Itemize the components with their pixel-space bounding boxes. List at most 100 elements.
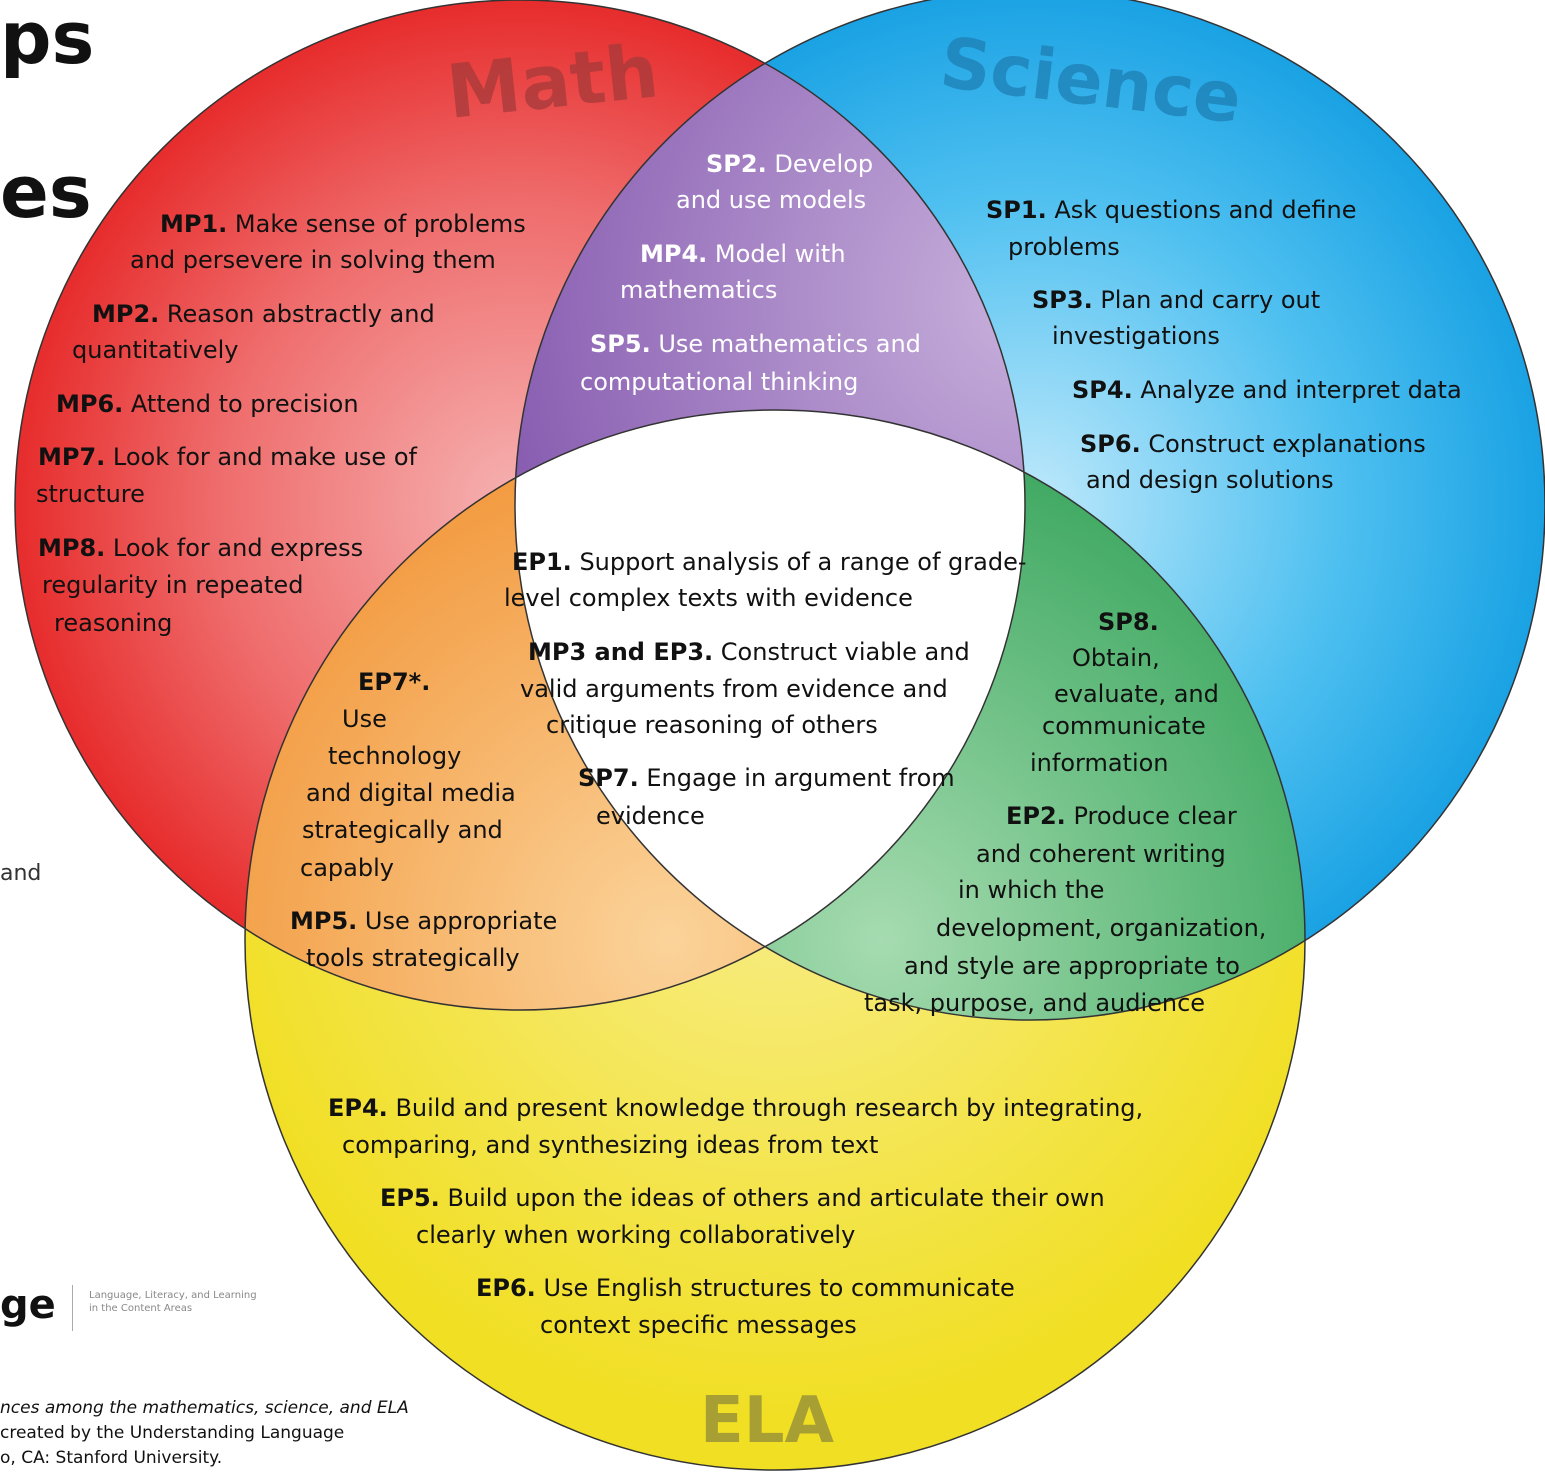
ep7-line-5: capably: [300, 854, 394, 882]
mp1-text: MP1. Make sense of problems: [160, 206, 526, 243]
mp2-text: MP2. Reason abstractly and: [92, 296, 435, 333]
ela-outline: [244, 409, 1306, 1471]
mp4-text: MP4. Model with: [640, 236, 846, 273]
ep7-line-3: and digital media: [306, 779, 516, 807]
mp3-ep3-line-1: Construct viable and: [713, 638, 970, 666]
ep2-text: EP2. Produce clear: [1006, 798, 1237, 835]
sp7-line-1: Engage in argument from: [638, 764, 955, 792]
sp3-text: SP3. Plan and carry out: [1032, 282, 1320, 319]
mp1-line-1: Make sense of problems: [227, 210, 526, 238]
ep4-code: EP4.: [328, 1094, 388, 1122]
sp3-line-1: Plan and carry out: [1092, 286, 1321, 314]
mp3-ep3-line-3: critique reasoning of others: [546, 711, 878, 739]
mp2-line-2: quantitatively: [72, 336, 239, 364]
logo-divider: [72, 1285, 73, 1331]
sp4-text: SP4. Analyze and interpret data: [1072, 372, 1462, 409]
logo-tagline-1: Language, Literacy, and Learning: [89, 1290, 257, 1301]
sp2-text: SP2. Develop: [706, 146, 873, 183]
sp2-line-1: Develop: [766, 150, 874, 178]
sp5-code: SP5.: [590, 330, 651, 358]
ep6-text: EP6. Use English structures to communica…: [476, 1270, 1015, 1307]
ep5-text: EP5. Build upon the ideas of others and …: [380, 1180, 1105, 1217]
sp5-line-2: computational thinking: [580, 368, 859, 396]
sp6-text: SP6. Construct explanations: [1080, 426, 1426, 463]
mp6-text: MP6. Attend to precision: [56, 386, 359, 423]
mp7-line-1: Look for and make use of: [105, 443, 417, 471]
mp1-code: MP1.: [160, 210, 228, 238]
mp6-code: MP6.: [56, 390, 124, 418]
math-outline: [14, 0, 1026, 1011]
ep4-text: EP4. Build and present knowledge through…: [328, 1090, 1143, 1127]
sp1-line-1: Ask questions and define: [1046, 196, 1357, 224]
ep6-line-1: Use English structures to communicate: [535, 1274, 1015, 1302]
mp3-ep3-code: MP3 and EP3.: [528, 638, 714, 666]
ep5-code: EP5.: [380, 1184, 440, 1212]
mp5-line-2: tools strategically: [306, 944, 520, 972]
mp1-line-2: and persevere in solving them: [130, 246, 496, 274]
sp2-line-2: and use models: [676, 186, 867, 214]
mp8-code: MP8.: [38, 534, 106, 562]
sp1-line-2: problems: [1008, 233, 1120, 261]
sp6-line-2: and design solutions: [1086, 466, 1334, 494]
sp2-code: SP2.: [706, 150, 767, 178]
side-text-fragment: and: [0, 861, 42, 886]
ep2-line-6: task, purpose, and audience: [864, 989, 1206, 1017]
mp5-code: MP5.: [290, 907, 358, 935]
ep2-line-4: development, organization,: [936, 914, 1267, 942]
mp4-line-2: mathematics: [620, 276, 778, 304]
mp2-line-1: Reason abstractly and: [159, 300, 435, 328]
citation-line-1: nces among the mathematics, science, and…: [0, 1398, 409, 1418]
ep1-code: EP1.: [512, 548, 572, 576]
mp5-line-1: Use appropriate: [357, 907, 558, 935]
ep7-code: EP7*.: [358, 668, 431, 696]
sp7-code: SP7.: [578, 764, 639, 792]
mp5-text: MP5. Use appropriate: [290, 903, 557, 940]
center-region: [515, 410, 1025, 1010]
sp1-code: SP1.: [986, 196, 1047, 224]
mp8-text: MP8. Look for and express: [38, 530, 363, 567]
mp8-line-2: regularity in repeated: [42, 571, 304, 599]
citation-line-3: o, CA: Stanford University.: [0, 1448, 223, 1468]
ep7-line-1: Use: [342, 705, 387, 733]
sp4-code: SP4.: [1072, 376, 1133, 404]
ep1-line-2: level complex texts with evidence: [504, 584, 913, 612]
mp2-code: MP2.: [92, 300, 160, 328]
ep4-line-2: comparing, and synthesizing ideas from t…: [342, 1131, 879, 1159]
sp7-line-2: evidence: [596, 802, 705, 830]
ep2-line-3: in which the: [958, 876, 1105, 904]
sp3-line-2: investigations: [1052, 322, 1220, 350]
ep6-line-2: context specific messages: [540, 1311, 857, 1339]
sp6-code: SP6.: [1080, 430, 1141, 458]
mp3-ep3-line-2: valid arguments from evidence and: [520, 675, 948, 703]
ep6-code: EP6.: [476, 1274, 536, 1302]
sp3-code: SP3.: [1032, 286, 1093, 314]
ep2-line-2: and coherent writing: [976, 840, 1226, 868]
sp8-code-line: SP8.: [1098, 604, 1159, 641]
mp4-code: MP4.: [640, 240, 708, 268]
sp5-text: SP5. Use mathematics and: [590, 326, 921, 363]
sp8-line-1: Obtain,: [1072, 644, 1160, 672]
mp7-code: MP7.: [38, 443, 106, 471]
slide-title-fragment-2: es: [0, 150, 92, 234]
sp6-line-1: Construct explanations: [1140, 430, 1426, 458]
mp8-line-1: Look for and express: [105, 534, 364, 562]
mp7-text: MP7. Look for and make use of: [38, 439, 417, 476]
sp4-line-1: Analyze and interpret data: [1132, 376, 1462, 404]
ep2-line-1: Produce clear: [1065, 802, 1237, 830]
sp7-text: SP7. Engage in argument from: [578, 760, 955, 797]
ep5-line-1: Build upon the ideas of others and artic…: [439, 1184, 1105, 1212]
slide-title-fragment-1: ps: [0, 0, 95, 80]
ep5-line-2: clearly when working collaboratively: [416, 1221, 856, 1249]
mp4-line-1: Model with: [707, 240, 846, 268]
sp5-line-1: Use mathematics and: [650, 330, 921, 358]
mp3-ep3-text: MP3 and EP3. Construct viable and: [528, 634, 970, 671]
sp8-line-2: evaluate, and: [1054, 680, 1219, 708]
ep2-code: EP2.: [1006, 802, 1066, 830]
ep4-line-1: Build and present knowledge through rese…: [387, 1094, 1144, 1122]
ela-label: ELA: [700, 1384, 835, 1458]
sp8-code: SP8.: [1098, 608, 1159, 636]
ep7-line-4: strategically and: [302, 816, 503, 844]
citation-line-2: created by the Understanding Language: [0, 1423, 345, 1443]
mp7-line-2: structure: [36, 480, 145, 508]
